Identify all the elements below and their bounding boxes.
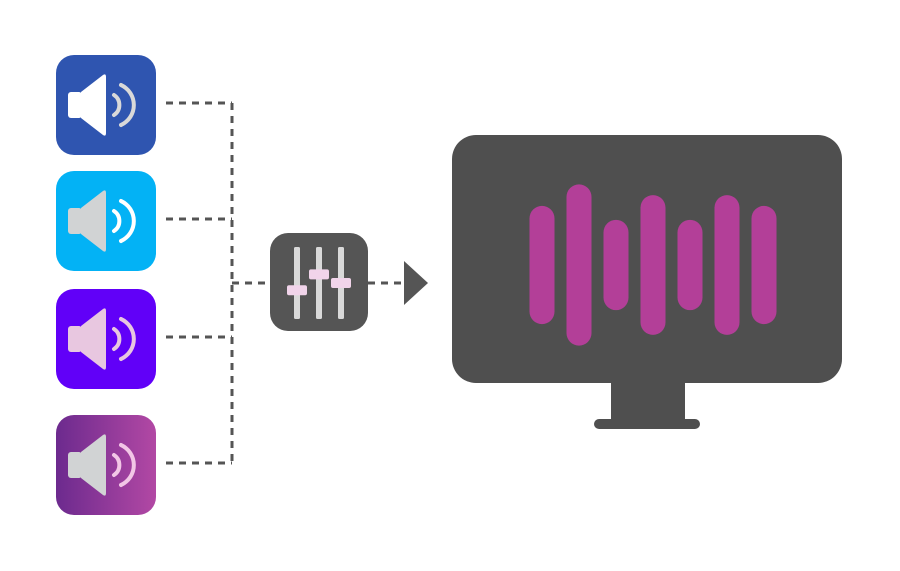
speaker-tile <box>56 171 156 271</box>
mixer-node <box>270 233 368 331</box>
speaker-body <box>68 326 82 352</box>
slider-knob <box>331 278 351 288</box>
sound-wave-inner <box>112 327 122 351</box>
monitor-base <box>594 419 700 429</box>
sound-wave-outer <box>119 199 136 243</box>
sound-wave-inner <box>112 209 122 233</box>
speaker-cone <box>81 308 106 370</box>
monitor-display <box>452 135 842 429</box>
sound-wave-inner <box>112 93 122 117</box>
slider-knob <box>309 269 329 280</box>
arrowhead <box>404 261 428 305</box>
speaker-body <box>68 92 82 118</box>
sound-wave-outer <box>119 317 136 361</box>
sound-wave-outer <box>119 83 136 127</box>
waveform-bar <box>640 195 666 335</box>
speaker-tile <box>56 289 156 389</box>
speaker-body <box>68 452 82 478</box>
speaker-icon <box>68 434 136 496</box>
monitor-neck <box>611 383 685 421</box>
waveform-bar <box>714 195 740 335</box>
speaker-tile <box>56 55 156 155</box>
monitor-icon <box>452 135 842 429</box>
audio-sources <box>56 55 156 515</box>
connector-lines <box>166 101 404 465</box>
sound-wave-inner <box>112 453 122 477</box>
speaker-icon <box>68 74 136 136</box>
waveform-bar <box>603 219 629 311</box>
waveform-bar <box>677 219 703 311</box>
waveform-bar <box>751 205 777 325</box>
speaker-cone <box>81 74 106 136</box>
output-arrow <box>404 261 428 305</box>
sound-wave-outer <box>119 443 136 487</box>
speaker-tile <box>56 415 156 515</box>
slider-knob <box>287 285 307 296</box>
speaker-body <box>68 208 82 234</box>
speaker-cone <box>81 434 106 496</box>
waveform-bar <box>566 184 592 346</box>
speaker-icon <box>68 190 136 252</box>
waveform-bar <box>529 205 555 325</box>
mixer-sliders-icon <box>270 233 368 331</box>
slider-track <box>294 247 300 319</box>
speaker-icon <box>68 308 136 370</box>
slider-track <box>316 247 322 319</box>
speaker-cone <box>81 190 106 252</box>
